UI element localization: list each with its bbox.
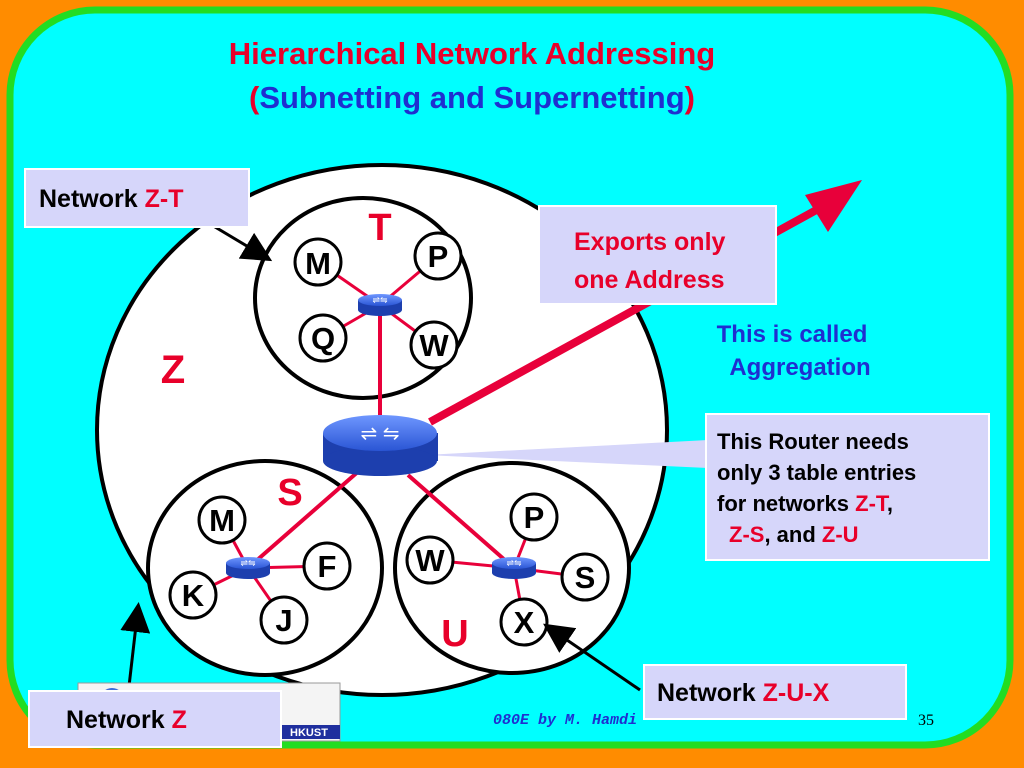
callout-network-zux-name: Z-U-X (762, 679, 830, 707)
callout-router-line4: Z-S, and Z-U (729, 522, 859, 547)
main-router-icon: ⇌ ⇋ (323, 415, 438, 476)
footer-credit: 080E by M. Hamdi (493, 712, 637, 729)
svg-text:⇌⇋: ⇌⇋ (372, 295, 388, 305)
aggregation-note-line2: Aggregation (729, 354, 870, 381)
host-u-s: S (560, 552, 610, 602)
host-u-x: X (499, 597, 549, 647)
network-z-label: Z (161, 348, 185, 392)
callout-network-z: Network Z (28, 690, 282, 748)
host-s-f: F (302, 541, 352, 591)
callout-network-zt: Network Z-T (24, 168, 250, 228)
svg-text:F: F (318, 549, 337, 584)
aggregation-note-line1: This is called (717, 321, 868, 348)
callout-network-z-prefix: Network (66, 706, 172, 734)
host-u-p: P (509, 492, 559, 542)
callout-router-line1: This Router needs (717, 429, 909, 454)
router-u-icon: ⇌⇋ (492, 557, 536, 579)
callout-network-zux-prefix: Network (657, 679, 763, 707)
page-number: 35 (918, 712, 934, 729)
entry-z-s: Z-S (729, 522, 765, 547)
link-main-u (406, 473, 516, 570)
svg-text:S: S (575, 560, 596, 595)
router-t-icon: ⇌⇋ (358, 294, 402, 316)
svg-text:W: W (415, 543, 445, 578)
router-callout-pointer (425, 440, 708, 468)
svg-text:W: W (419, 328, 449, 363)
host-s-j: J (259, 595, 309, 645)
zux-pointer-arrow (543, 623, 641, 692)
host-s-m: M (197, 495, 247, 545)
host-u-w: W (405, 535, 455, 585)
host-t-q: Q (298, 313, 348, 363)
host-t-w: W (409, 320, 459, 370)
callout-network-zt-name: Z-T (144, 185, 184, 213)
host-s-k: K (168, 570, 218, 620)
network-u-label: U (441, 613, 468, 655)
router-s-icon: ⇌⇋ (226, 557, 270, 579)
entry-z-t: Z-T (855, 491, 887, 516)
svg-text:HKUST: HKUST (290, 727, 328, 739)
network-t-label: T (368, 207, 391, 249)
svg-text:X: X (514, 605, 535, 640)
title-line2: (Subnetting and Supernetting) (249, 80, 695, 115)
svg-text:K: K (182, 578, 205, 613)
svg-text:P: P (524, 500, 545, 535)
callout-exports-line1: Exports only (574, 228, 726, 256)
callout-router-line3: for networks Z-T, (717, 491, 894, 516)
svg-text:P: P (428, 239, 449, 274)
callout-network-zux: Network Z-U-X (643, 664, 907, 720)
callout-network-zt-prefix: Network (39, 185, 145, 213)
callout-router-entries: This Router needs only 3 table entries f… (705, 413, 990, 561)
svg-text:M: M (209, 503, 235, 538)
svg-text:M: M (305, 246, 331, 281)
callout-exports-line2: one Address (574, 266, 725, 294)
svg-text:⇌⇋: ⇌⇋ (240, 558, 256, 568)
host-t-m: M (293, 237, 343, 287)
entry-z-u: Z-U (821, 522, 859, 547)
svg-text:J: J (275, 603, 292, 638)
aggregation-arrow-head (805, 180, 862, 232)
callout-router-line2: only 3 table entries (717, 460, 917, 485)
callout-network-z-name: Z (171, 706, 187, 734)
svg-text:⇌ ⇋: ⇌ ⇋ (360, 423, 399, 445)
callout-exports: Exports only one Address (538, 205, 777, 305)
z-pointer-arrow (120, 602, 151, 696)
title-line1: Hierarchical Network Addressing (229, 36, 715, 71)
link-main-s (246, 468, 362, 570)
host-t-p: P (413, 231, 463, 281)
network-s-label: S (277, 472, 302, 514)
svg-text:Q: Q (311, 321, 335, 356)
svg-text:⇌⇋: ⇌⇋ (506, 558, 522, 568)
